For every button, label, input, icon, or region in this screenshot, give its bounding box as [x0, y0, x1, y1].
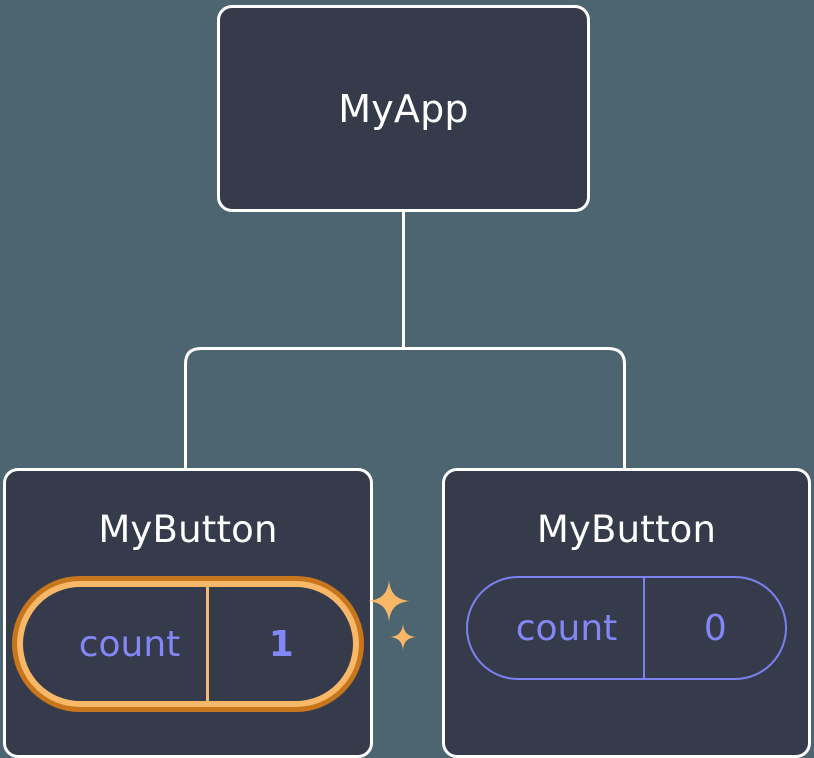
state-key-right: count: [515, 607, 618, 649]
sparkle-large-icon: [368, 580, 411, 622]
state-pill-wrap-right: count 0: [465, 576, 788, 680]
connector-bus-left: [184, 347, 404, 470]
node-title-mybutton-left: MyButton: [98, 508, 278, 551]
state-key-left: count: [78, 623, 181, 665]
pill-inner-ring: count 1: [16, 581, 360, 707]
state-value-right: 0: [703, 607, 727, 649]
node-title-myapp: MyApp: [338, 86, 469, 131]
pill-divider-right: [643, 578, 646, 678]
node-mybutton-right[interactable]: MyButton count 0: [442, 468, 811, 758]
component-tree-diagram: MyApp MyButton count 1: [3, 5, 811, 758]
connector-bus-right: [403, 347, 626, 470]
state-pill-highlighted[interactable]: count 1: [11, 576, 365, 712]
node-myapp[interactable]: MyApp: [217, 5, 590, 212]
pill-body: count 1: [22, 587, 354, 701]
node-title-mybutton-right: MyButton: [536, 508, 717, 551]
pill-divider-left: [206, 587, 210, 701]
node-mybutton-left[interactable]: MyButton count 1: [3, 468, 417, 758]
state-value-left: 1: [268, 623, 294, 665]
state-pill-plain[interactable]: count 0: [465, 576, 788, 680]
state-pill-wrap-left: count 1: [11, 576, 417, 712]
sparkle-small-icon: [390, 624, 417, 650]
